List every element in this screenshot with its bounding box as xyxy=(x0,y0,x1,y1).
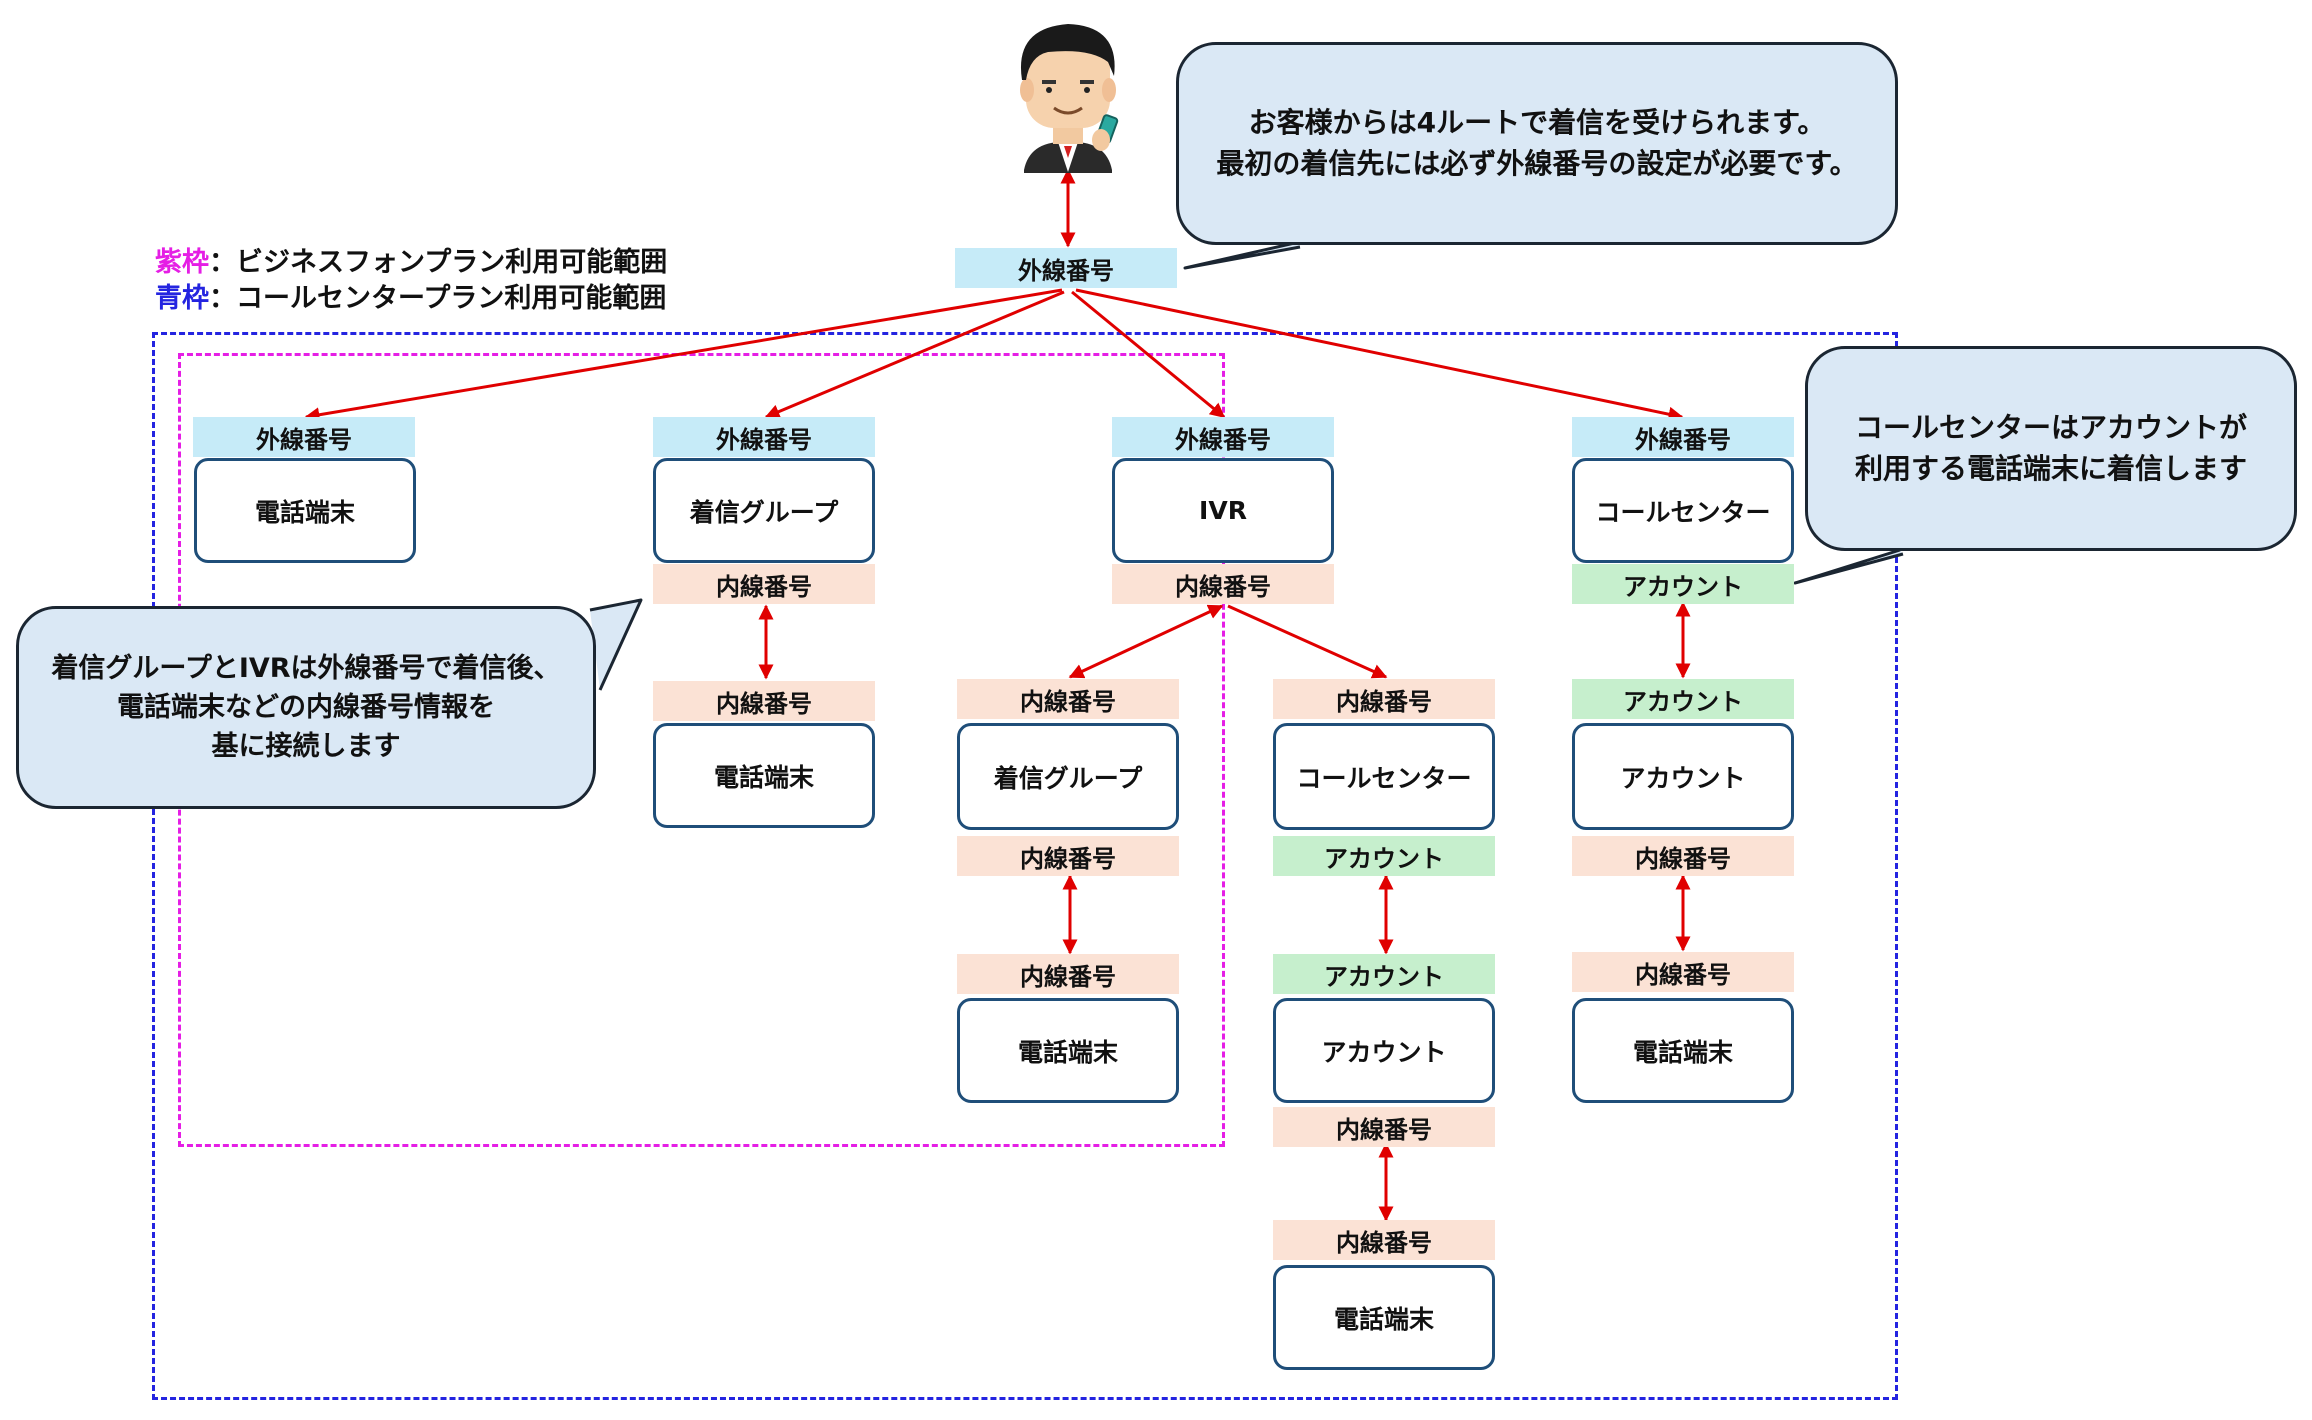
route1-external-number-tag: 外線番号 xyxy=(193,417,415,457)
callout-top-tail xyxy=(1183,240,1301,270)
callout-right: コールセンターはアカウントが 利用する電話端末に着信します xyxy=(1805,346,2297,551)
callout-left-tail xyxy=(589,598,643,691)
route2-external-number-tag: 外線番号 xyxy=(653,417,875,457)
route2-group-node: 着信グループ xyxy=(653,458,875,563)
center-phone-node: 電話端末 xyxy=(1572,998,1794,1103)
callout-left: 着信グループとIVRは外線番号で着信後、 電話端末などの内線番号情報を 基に接続… xyxy=(16,606,596,809)
ivr-account-phone-internal-number-tag: 内線番号 xyxy=(1273,1220,1495,1260)
call-center-plan-frame xyxy=(152,332,1898,1400)
legend-purple: 紫枠：ビジネスフォンプラン利用可能範囲 xyxy=(155,247,668,278)
arrow-route-phone xyxy=(304,288,1063,423)
ivr-center-node: コールセンター xyxy=(1273,723,1495,830)
route2-phone-node: 電話端末 xyxy=(653,723,875,828)
ivr-group-phone-node: 電話端末 xyxy=(957,998,1179,1103)
ivr-account-tag: アカウント xyxy=(1273,954,1495,994)
callout-top: お客様からは4ルートで着信を受けられます。 最初の着信先には必ず外線番号の設定が… xyxy=(1176,42,1898,245)
arrow-ivr-to-center xyxy=(1227,604,1388,679)
customer-icon xyxy=(1020,24,1119,173)
center-account-node: アカウント xyxy=(1572,723,1794,830)
route4-account-tag: アカウント xyxy=(1572,564,1794,604)
ivr-center-account-tag: アカウント xyxy=(1273,836,1495,876)
legend: 紫枠：ビジネスフォンプラン利用可能範囲 青枠：コールセンタープラン利用可能範囲 xyxy=(155,245,667,317)
arrow-route-ivr xyxy=(1071,290,1226,419)
callout-right-tail xyxy=(1793,548,1904,585)
arrow-route-group xyxy=(764,290,1065,419)
ivr-account-phone-node: 電話端末 xyxy=(1273,1265,1495,1370)
arrow-route-center xyxy=(1075,288,1684,422)
ivr-group-phone-internal-number-tag: 内線番号 xyxy=(957,954,1179,994)
ivr-group-internal-number-tag: 内線番号 xyxy=(957,679,1179,719)
customer-external-number-tag: 外線番号 xyxy=(955,248,1177,288)
route2-internal-number-tag: 内線番号 xyxy=(653,564,875,604)
center-account-tag: アカウント xyxy=(1572,679,1794,719)
ivr-group-internal-number-tag-bottom: 内線番号 xyxy=(957,836,1179,876)
ivr-group-node: 着信グループ xyxy=(957,723,1179,830)
ivr-account-node: アカウント xyxy=(1273,998,1495,1103)
ivr-account-internal-number-tag: 内線番号 xyxy=(1273,1107,1495,1147)
route4-external-number-tag: 外線番号 xyxy=(1572,417,1794,457)
route3-ivr-node: IVR xyxy=(1112,458,1334,563)
route3-external-number-tag: 外線番号 xyxy=(1112,417,1334,457)
route3-internal-number-tag: 内線番号 xyxy=(1112,564,1334,604)
route4-center-node: コールセンター xyxy=(1572,458,1794,563)
route2-phone-internal-number-tag: 内線番号 xyxy=(653,681,875,721)
center-phone-internal-number-tag: 内線番号 xyxy=(1572,952,1794,992)
ivr-center-internal-number-tag: 内線番号 xyxy=(1273,679,1495,719)
center-account-internal-number-tag: 内線番号 xyxy=(1572,836,1794,876)
arrow-ivr-to-group xyxy=(1068,604,1224,679)
route1-phone-node: 電話端末 xyxy=(194,458,416,563)
legend-blue: 青枠：コールセンタープラン利用可能範囲 xyxy=(155,283,667,314)
